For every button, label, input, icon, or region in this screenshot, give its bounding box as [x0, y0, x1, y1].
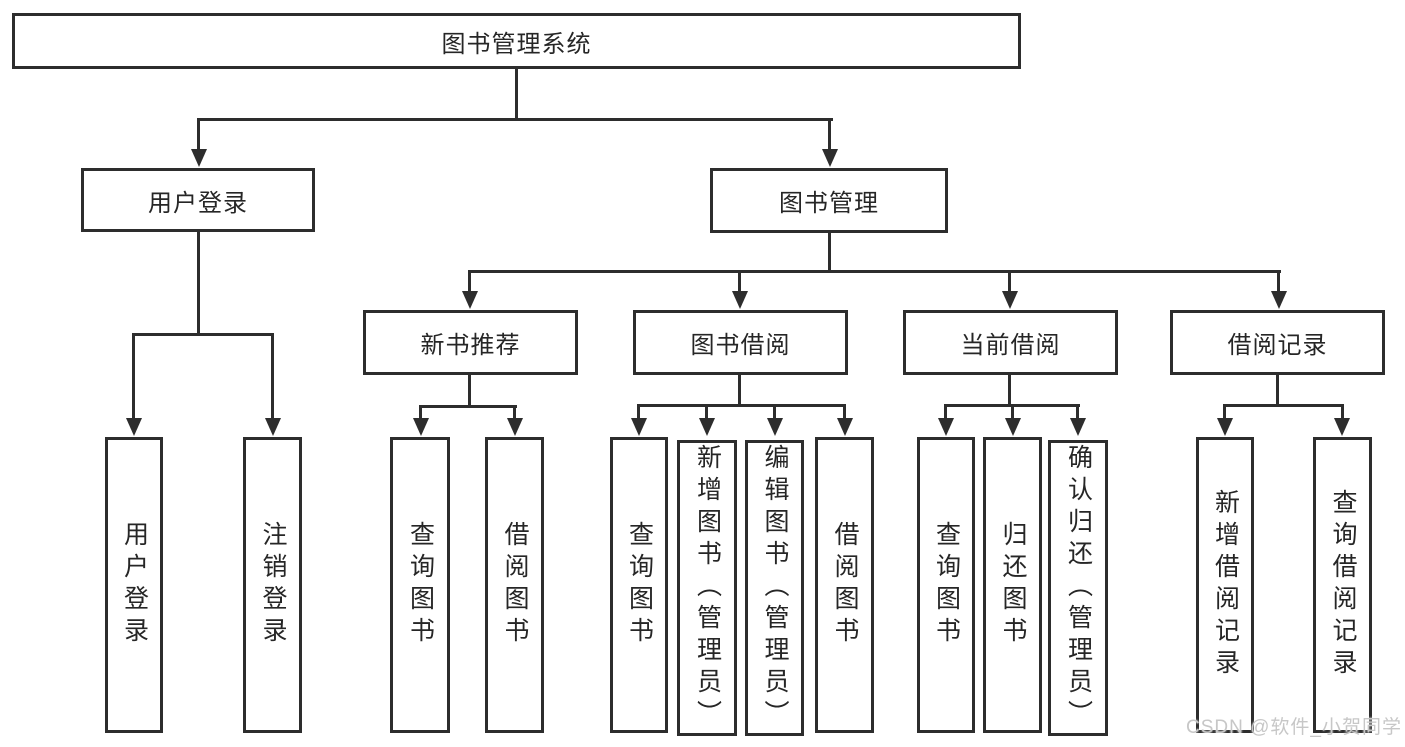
connector-line — [637, 404, 640, 420]
arrow-down-icon — [1005, 418, 1021, 436]
arrow-down-icon — [1334, 418, 1350, 436]
leaf-borrow-books-recommend: 借阅图书 — [485, 437, 544, 733]
connector-line — [1011, 404, 1014, 420]
connector-line — [197, 232, 200, 336]
leaf-confirm-return-admin: 确认归还（管理员） — [1048, 440, 1108, 736]
arrow-down-icon — [1271, 291, 1287, 309]
arrow-down-icon — [507, 418, 523, 436]
connector-line — [419, 405, 422, 421]
connector-line — [271, 333, 274, 419]
arrow-down-icon — [1070, 418, 1086, 436]
leaf-add-borrow-record: 新增借阅记录 — [1196, 437, 1254, 733]
connector-line — [1277, 270, 1280, 294]
connector-line — [132, 333, 135, 419]
node-new-book-recommend: 新书推荐 — [363, 310, 578, 375]
connector-line — [843, 404, 846, 420]
node-book-borrow: 图书借阅 — [633, 310, 848, 375]
leaf-return-books: 归还图书 — [983, 437, 1042, 733]
watermark: CSDN @软件_小贺同学 — [1186, 717, 1402, 738]
connector-line — [468, 270, 471, 294]
arrow-down-icon — [1002, 291, 1018, 309]
node-current-borrow: 当前借阅 — [903, 310, 1118, 375]
arrow-down-icon — [938, 418, 954, 436]
node-root: 图书管理系统 — [12, 13, 1021, 69]
connector-line — [468, 270, 1281, 273]
arrow-down-icon — [822, 149, 838, 167]
leaf-add-book-admin: 新增图书（管理员） — [677, 440, 737, 736]
arrow-down-icon — [631, 418, 647, 436]
leaf-logout: 注销登录 — [243, 437, 302, 733]
arrow-down-icon — [1217, 418, 1233, 436]
leaf-query-books-borrow: 查询图书 — [610, 437, 668, 733]
arrow-down-icon — [413, 418, 429, 436]
leaf-query-borrow-record: 查询借阅记录 — [1313, 437, 1372, 733]
arrow-down-icon — [462, 291, 478, 309]
node-book-management: 图书管理 — [710, 168, 948, 233]
connector-line — [1223, 404, 1343, 407]
arrow-down-icon — [699, 418, 715, 436]
connector-line — [1223, 404, 1226, 420]
connector-line — [1008, 374, 1011, 407]
connector-line — [1341, 404, 1344, 420]
node-user-login: 用户登录 — [81, 168, 315, 232]
arrow-down-icon — [265, 418, 281, 436]
leaf-user-login: 用户登录 — [105, 437, 163, 733]
connector-line — [515, 68, 518, 121]
connector-line — [468, 374, 471, 408]
leaf-query-books-current: 查询图书 — [917, 437, 975, 733]
connector-line — [1276, 374, 1279, 407]
connector-line — [738, 374, 741, 407]
arrow-down-icon — [191, 149, 207, 167]
connector-line — [828, 232, 831, 273]
connector-line — [1008, 270, 1011, 294]
leaf-query-books-recommend: 查询图书 — [390, 437, 450, 733]
connector-line — [705, 404, 708, 420]
connector-line — [828, 118, 831, 155]
connector-line — [513, 405, 516, 421]
connector-line — [197, 118, 200, 155]
leaf-edit-book-admin: 编辑图书（管理员） — [745, 440, 804, 736]
leaf-borrow-books: 借阅图书 — [815, 437, 874, 733]
connector-line — [197, 118, 833, 121]
connector-line — [637, 404, 846, 407]
connector-line — [944, 404, 947, 420]
arrow-down-icon — [837, 418, 853, 436]
connector-line — [773, 404, 776, 420]
connector-line — [1076, 404, 1079, 420]
connector-line — [738, 270, 741, 294]
arrow-down-icon — [126, 418, 142, 436]
connector-line — [132, 333, 274, 336]
arrow-down-icon — [732, 291, 748, 309]
arrow-down-icon — [767, 418, 783, 436]
connector-line — [419, 405, 517, 408]
node-borrow-records: 借阅记录 — [1170, 310, 1385, 375]
